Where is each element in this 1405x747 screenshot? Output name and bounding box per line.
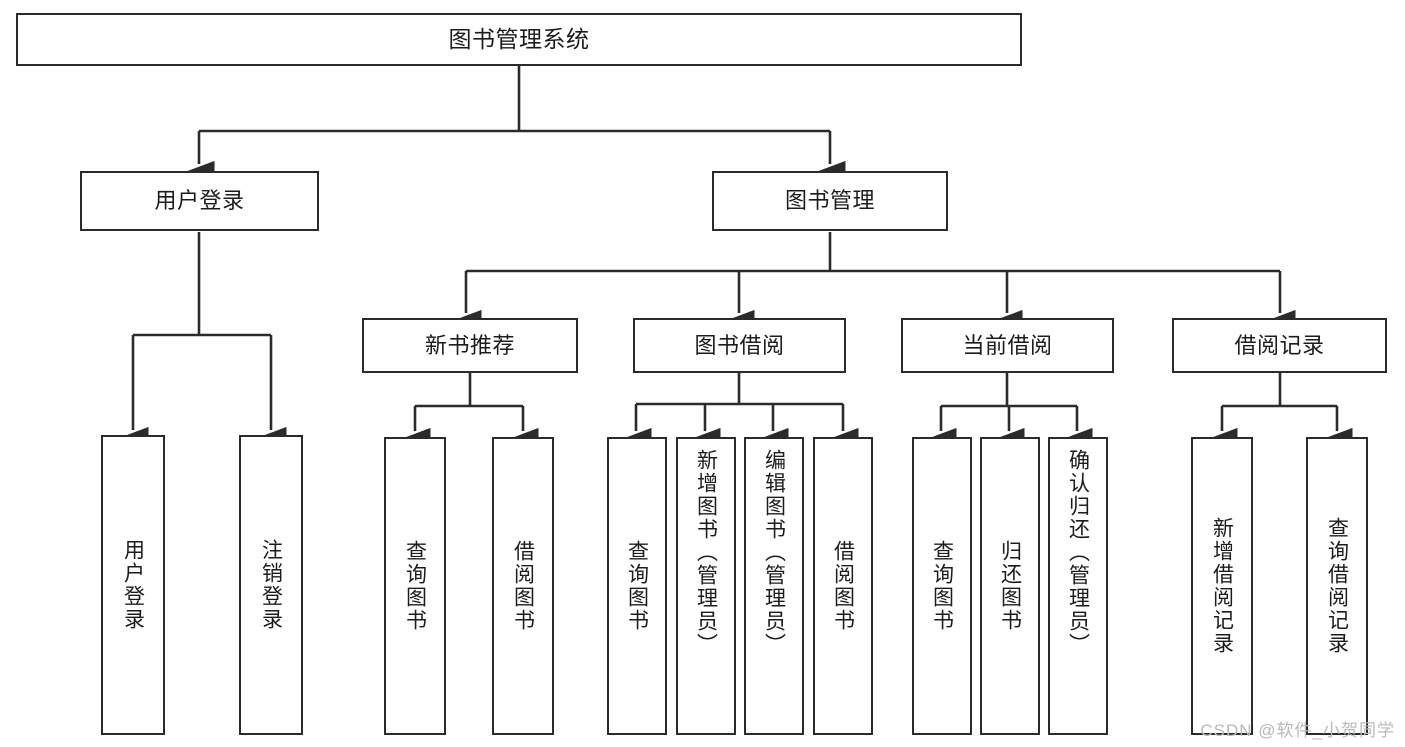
leaf-book-borrow-query[interactable]: 查询图书 xyxy=(607,437,667,735)
node-book-borrow[interactable]: 图书借阅 xyxy=(633,318,846,373)
leaf-borrow-record-add[interactable]: 新增借阅记录 xyxy=(1191,437,1253,735)
node-label: 图书借阅 xyxy=(694,332,785,358)
leaf-new-book-query[interactable]: 查询图书 xyxy=(384,437,446,735)
node-label: 注销登录 xyxy=(259,539,283,631)
node-label: 查询借阅记录 xyxy=(1325,517,1349,655)
node-label: 新增借阅记录 xyxy=(1210,517,1234,655)
leaf-current-borrow-query[interactable]: 查询图书 xyxy=(912,437,972,735)
leaf-current-borrow-confirm-return[interactable]: 确认归还（管理员） xyxy=(1048,437,1108,735)
node-label: 查询图书 xyxy=(403,540,427,632)
leaf-book-borrow-add[interactable]: 新增图书（管理员） xyxy=(676,437,736,735)
node-label: 借阅图书 xyxy=(831,540,855,632)
leaf-current-borrow-return[interactable]: 归还图书 xyxy=(980,437,1040,735)
node-label: 归还图书 xyxy=(998,540,1022,632)
node-label: 图书管理 xyxy=(784,188,875,214)
leaf-book-borrow-edit[interactable]: 编辑图书（管理员） xyxy=(744,437,804,735)
node-user-login[interactable]: 用户登录 xyxy=(80,171,319,231)
node-label: 新书推荐 xyxy=(424,332,515,358)
node-label: 用户登录 xyxy=(121,539,145,631)
node-label: 借阅图书 xyxy=(511,540,535,632)
node-label: 新增图书（管理员） xyxy=(694,449,718,656)
node-label: 借阅记录 xyxy=(1234,332,1325,358)
node-label: 编辑图书（管理员） xyxy=(762,449,786,656)
leaf-new-book-borrow[interactable]: 借阅图书 xyxy=(492,437,554,735)
node-label: 查询图书 xyxy=(930,540,954,632)
leaf-borrow-record-query[interactable]: 查询借阅记录 xyxy=(1306,437,1368,735)
node-label: 当前借阅 xyxy=(962,332,1053,358)
node-label: 查询图书 xyxy=(625,540,649,632)
node-book-management[interactable]: 图书管理 xyxy=(712,171,948,231)
node-current-borrow[interactable]: 当前借阅 xyxy=(901,318,1114,373)
node-root-system[interactable]: 图书管理系统 xyxy=(16,13,1022,66)
leaf-user-login-logout[interactable]: 注销登录 xyxy=(239,435,303,735)
leaf-book-borrow-lend[interactable]: 借阅图书 xyxy=(813,437,873,735)
node-new-book-recommend[interactable]: 新书推荐 xyxy=(362,318,578,373)
node-label: 确认归还（管理员） xyxy=(1066,449,1090,656)
node-label: 用户登录 xyxy=(154,188,245,214)
leaf-user-login-login[interactable]: 用户登录 xyxy=(101,435,165,735)
node-borrow-record[interactable]: 借阅记录 xyxy=(1172,318,1387,373)
node-label: 图书管理系统 xyxy=(448,25,590,52)
csdn-watermark: CSDN @软件_小贺同学 xyxy=(1200,721,1395,740)
